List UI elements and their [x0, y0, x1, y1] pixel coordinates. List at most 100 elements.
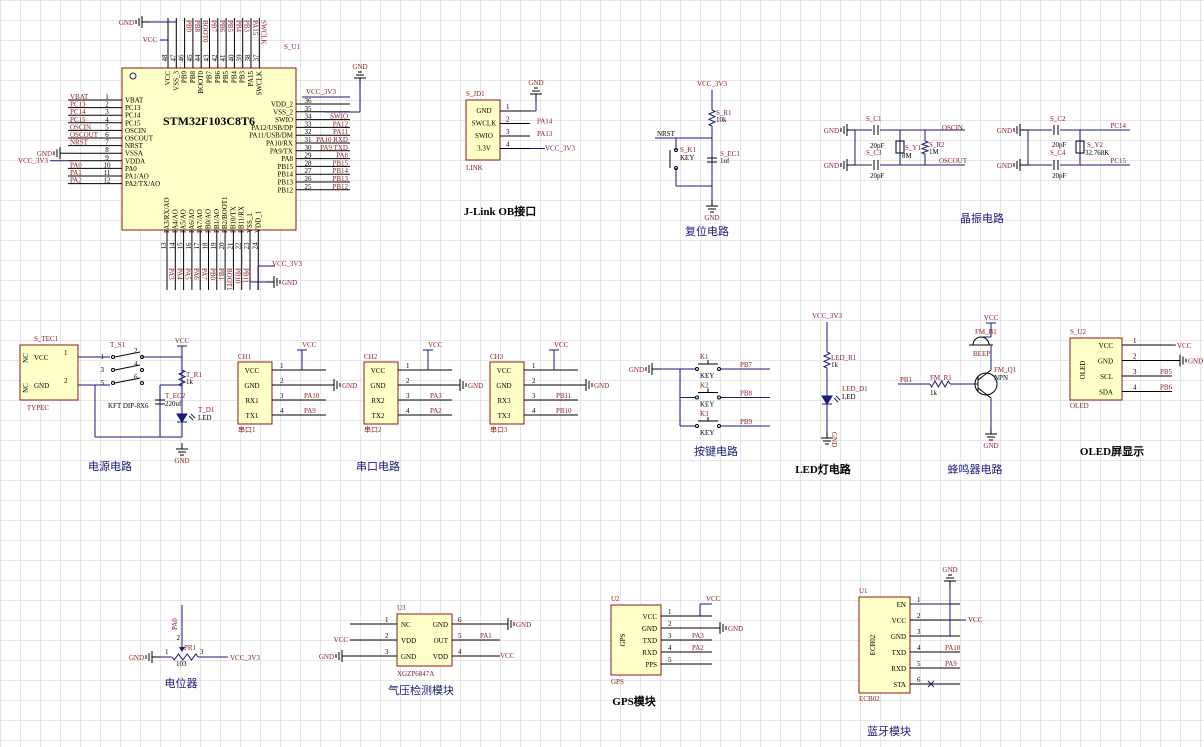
uart-body: [489, 361, 525, 425]
uart-ref: CH3: [490, 353, 504, 361]
mcu-pin-name: PB10/TX: [229, 206, 237, 233]
uart-pin-num: 1: [532, 362, 536, 370]
net-label: PB5: [1160, 368, 1173, 376]
mcu-pin-name: PA2/TX/AO: [125, 180, 160, 188]
switch-pin: 5: [101, 379, 105, 387]
net-label: OSCOUT: [939, 157, 968, 165]
ref-label: FM_R1: [930, 374, 952, 382]
resistor: [920, 140, 930, 155]
ref-label: S_C1: [866, 115, 882, 123]
mcu-pin-num: 2: [105, 101, 109, 109]
pin-num: 2: [64, 377, 68, 385]
gnd-label: GND: [942, 566, 957, 574]
net-label: PB10: [556, 407, 572, 415]
net-label: PB11: [242, 268, 250, 284]
key-contact: [695, 424, 699, 428]
mcu-pin-num: 43: [203, 54, 211, 62]
ref-label: K1: [700, 353, 709, 361]
net-label: PB0: [209, 268, 217, 281]
gps-pin-num: 3: [668, 632, 672, 640]
mcu-pin-name: PB1/AO: [213, 209, 221, 233]
net-label: NRST: [657, 130, 676, 138]
value-label: 1k: [186, 378, 194, 386]
net-label: PB9: [185, 20, 193, 33]
mcu-pin-num: 27: [305, 167, 313, 175]
bt-pin-name: VCC: [892, 617, 907, 625]
ref-label: FM_B1: [975, 328, 997, 336]
uart-ref: CH2: [364, 353, 378, 361]
net-label: PB11: [556, 392, 572, 400]
ref-label: S_C4: [1050, 149, 1066, 157]
gnd-label: GND: [468, 382, 483, 390]
mcu-pin-name: VSS_3: [172, 71, 180, 91]
title-led: LED灯电路: [795, 462, 852, 476]
bt-pin-name: TXD: [892, 649, 906, 657]
mcu-pin-name: VSS_2: [273, 108, 293, 116]
gnd-label: GND: [824, 162, 839, 170]
net-label: VCC_3V3: [545, 145, 575, 153]
mcu-pin-num: 38: [244, 54, 252, 62]
net-label: OSCIN: [70, 123, 91, 131]
uart-pin-num: 1: [280, 362, 284, 370]
net-label: PA12: [333, 120, 349, 128]
key-contact: [717, 424, 721, 428]
net-label: PC14: [1110, 122, 1126, 130]
net-label: PA5: [184, 268, 192, 280]
mcu-pin-name: PB8: [189, 71, 197, 84]
net-label: VCC_3V3: [697, 80, 727, 88]
uart-pin-num: 4: [532, 407, 536, 415]
title-jlink: J-Link OB接口: [464, 204, 536, 218]
ref-label: S_U2: [1070, 328, 1086, 336]
net-label: PB13: [332, 175, 348, 183]
ref-label: T_R1: [186, 371, 202, 379]
net-label: PA9 TXD: [320, 144, 348, 152]
uart-pin-num: 4: [406, 407, 410, 415]
net-label: PA9: [945, 660, 957, 668]
crystal-y2: [1075, 140, 1085, 154]
gnd-label: GND: [319, 653, 334, 661]
mcu-pin-num: 22: [235, 242, 243, 250]
mcu-pin-num: 39: [236, 54, 244, 62]
mcu-pin-name: PA1/AO: [125, 173, 149, 181]
mcu-pin-num: 28: [305, 159, 313, 167]
oled-pin-name: GND: [1098, 358, 1113, 366]
title-bt: 蓝牙模块: [867, 725, 911, 738]
title-gps: GPS模块: [612, 694, 656, 708]
mcu-pin-num: 24: [251, 242, 259, 250]
switch-lever: [114, 377, 141, 384]
value-label: KEY: [700, 429, 714, 437]
mcu-pin-num: 7: [105, 139, 109, 147]
ref-label: PR1: [184, 644, 197, 652]
pin-name: NC: [22, 383, 30, 393]
title-pot: 电位器: [165, 676, 198, 690]
net-label: VCC: [968, 616, 983, 624]
value-label: 1k: [831, 361, 839, 369]
switch-pin: 3: [101, 366, 105, 374]
uart-pin-name: TX2: [372, 412, 385, 420]
net-label: PB15: [332, 159, 348, 167]
gnd-label: GND: [824, 127, 839, 135]
net-label: PA2: [692, 644, 704, 652]
value-label: BEEP: [973, 350, 990, 358]
net-label: NRST: [70, 139, 89, 147]
gps-pin-name: TXD: [643, 637, 657, 645]
ref-label: S_Y1: [905, 144, 921, 152]
net-label: PA15: [251, 20, 259, 36]
value-label: 20pF: [870, 142, 885, 150]
net-label: PA3: [430, 392, 442, 400]
uart-pin-num: 3: [406, 392, 410, 400]
net-label: VCC: [143, 36, 158, 44]
switch-lever: [114, 351, 141, 358]
net-label: PA1: [480, 632, 492, 640]
value-label: 103: [176, 660, 187, 668]
mcu-pin-name: PA15: [247, 71, 255, 87]
sensor-pin-num: 4: [458, 648, 462, 656]
net-label: PC14: [70, 108, 86, 116]
crystal-circuit: GNDGNDS_C120pFS_C320pFS_Y18MS_R21MOSCINO…: [824, 115, 1130, 180]
net-label: PA2: [70, 177, 82, 185]
ref-label: U2: [611, 595, 620, 603]
value-label: LED: [198, 414, 212, 422]
jlink-label: LINK: [466, 164, 483, 172]
mcu-pin-name: PB15: [277, 163, 293, 171]
